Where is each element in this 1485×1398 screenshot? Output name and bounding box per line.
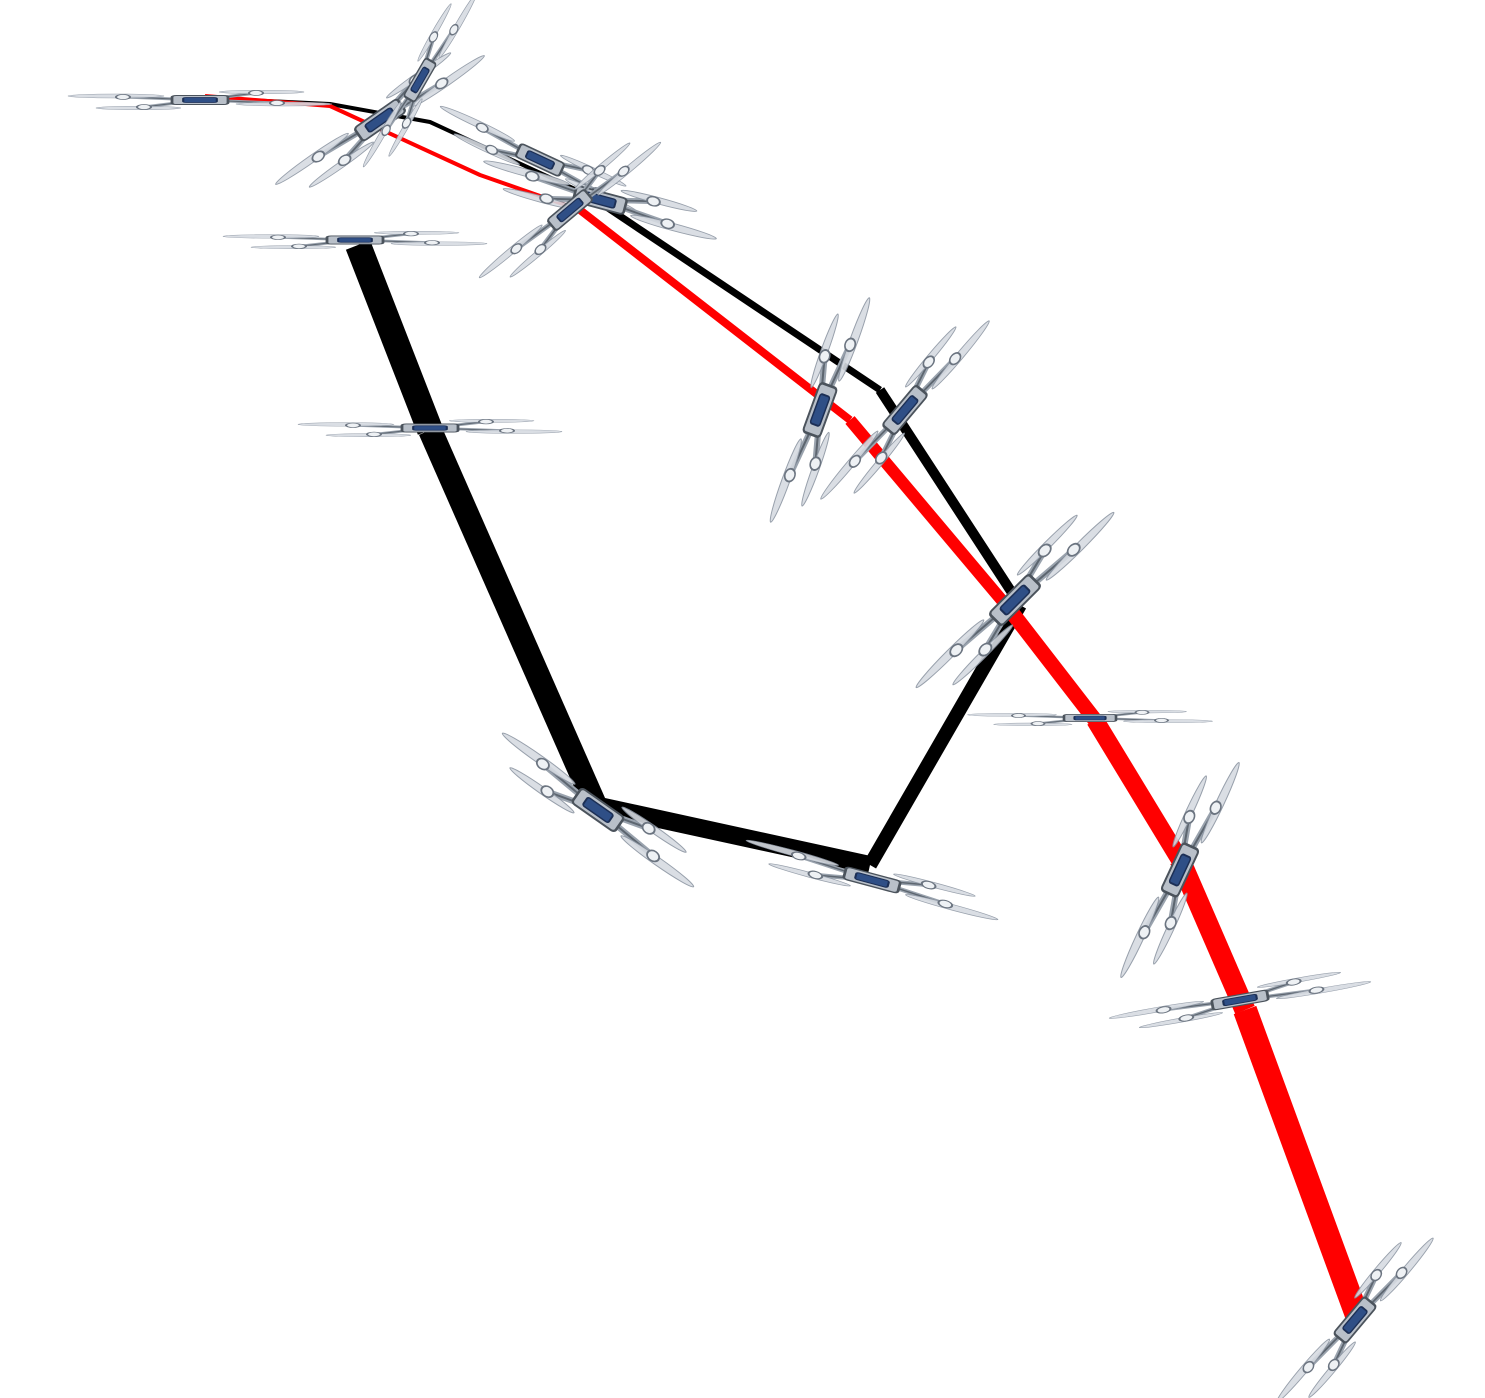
- quadrotor-drone-icon: [487, 724, 710, 896]
- quadrotor-drone-icon: [1269, 1222, 1441, 1398]
- quadrotor-drone-icon: [356, 0, 483, 176]
- red-trajectory: [204, 94, 1370, 1323]
- drone-markers: [68, 0, 1441, 1398]
- quadrotor-drone-icon: [68, 90, 331, 110]
- quadrotor-drone-icon: [270, 36, 490, 205]
- quadrotor-drone-icon: [223, 231, 486, 249]
- quadrotor-drone-icon: [741, 833, 1002, 927]
